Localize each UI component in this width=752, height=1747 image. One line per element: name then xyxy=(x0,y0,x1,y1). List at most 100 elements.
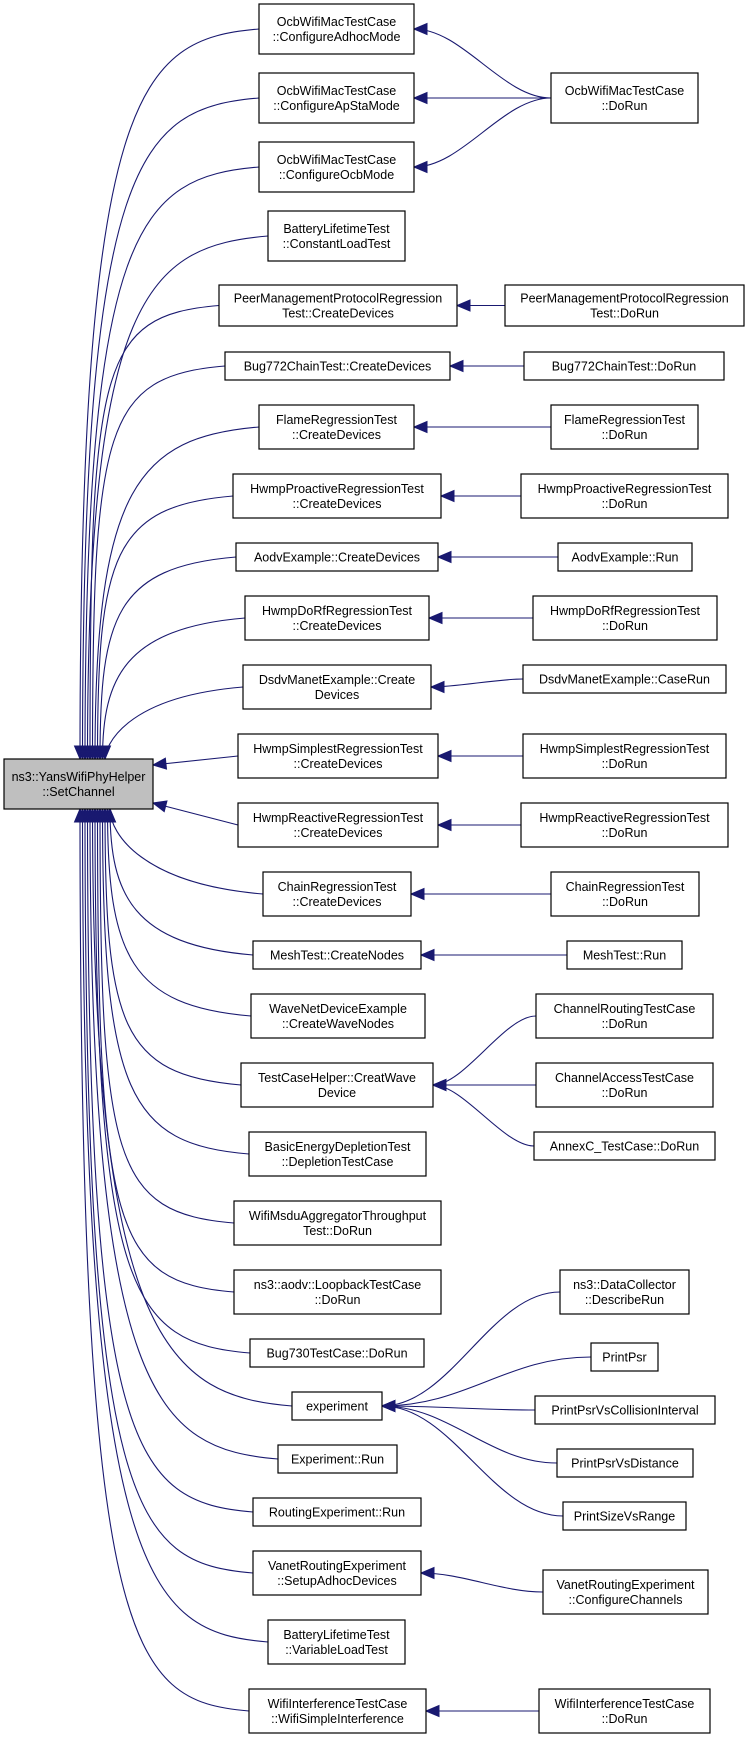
node-label-line: HwmpDoRfRegressionTest xyxy=(550,604,701,618)
function-node-d8[interactable]: HwmpSimplestRegressionTest::DoRun xyxy=(522,733,727,779)
function-node-d9[interactable]: HwmpReactiveRegressionTest::DoRun xyxy=(520,802,729,848)
node-label-line: AodvExample::CreateDevices xyxy=(254,551,420,565)
function-node-c24[interactable]: VanetRoutingExperiment::SetupAdhocDevice… xyxy=(252,1550,422,1596)
node-label-line: ::DoRun xyxy=(602,757,648,771)
function-node-d2[interactable]: Bug772ChainTest::DoRun xyxy=(523,351,725,381)
node-label-line: Test::DoRun xyxy=(303,1224,372,1238)
function-node-c10[interactable]: DsdvManetExample::CreateDevices xyxy=(242,664,432,710)
node-label-line: Test::DoRun xyxy=(590,307,659,321)
node-label-line: Experiment::Run xyxy=(291,1453,384,1467)
function-node-d21[interactable]: WifiInterferenceTestCase::DoRun xyxy=(538,1688,711,1734)
node-label-line: ::CreateDevices xyxy=(294,757,383,771)
function-node-c23[interactable]: RoutingExperiment::Run xyxy=(252,1497,422,1527)
edge-line xyxy=(104,808,242,1086)
function-node-c21[interactable]: experiment xyxy=(291,1391,383,1421)
function-node-d3[interactable]: FlameRegressionTest::DoRun xyxy=(550,404,699,450)
edge-line xyxy=(109,808,254,956)
function-node-c8[interactable]: AodvExample::CreateDevices xyxy=(235,542,439,572)
function-node-c12[interactable]: HwmpReactiveRegressionTest::CreateDevice… xyxy=(237,802,439,848)
function-node-d10[interactable]: ChainRegressionTest::DoRun xyxy=(550,871,700,917)
function-node-c26[interactable]: WifiInterferenceTestCase::WifiSimpleInte… xyxy=(248,1688,427,1734)
function-node-c7[interactable]: HwmpProactiveRegressionTest::CreateDevic… xyxy=(232,473,442,519)
function-node-d6[interactable]: HwmpDoRfRegressionTest::DoRun xyxy=(532,595,718,641)
function-node-c2[interactable]: OcbWifiMacTestCase::ConfigureOcbMode xyxy=(258,141,415,193)
node-label-line: ::ConstantLoadTest xyxy=(283,237,391,251)
call-graph-edges xyxy=(73,22,592,1718)
function-node-d15[interactable]: ns3::DataCollector::DescribeRun xyxy=(559,1269,690,1315)
function-node-d12[interactable]: ChannelRoutingTestCase::DoRun xyxy=(535,993,714,1039)
edge-arrowhead xyxy=(409,887,425,901)
node-label-line: ::CreateDevices xyxy=(293,895,382,909)
function-node-c4[interactable]: PeerManagementProtocolRegressionTest::Cr… xyxy=(218,284,458,327)
edge-arrowhead xyxy=(151,800,168,813)
node-box xyxy=(590,1342,659,1372)
function-node-c5[interactable]: Bug772ChainTest::CreateDevices xyxy=(224,351,451,381)
node-label-line: ::ConfigureApStaMode xyxy=(273,99,400,113)
edge-line xyxy=(81,97,260,760)
edge-line xyxy=(152,755,239,766)
function-node-d4[interactable]: HwmpProactiveRegressionTest::DoRun xyxy=(520,473,729,519)
node-box xyxy=(248,1688,427,1734)
function-node-c25[interactable]: BatteryLifetimeTest::VariableLoadTest xyxy=(267,1619,406,1665)
function-node-c1[interactable]: OcbWifiMacTestCase::ConfigureApStaMode xyxy=(258,72,415,124)
node-label-line: TestCaseHelper::CreatWave xyxy=(258,1071,416,1085)
function-node-c6[interactable]: FlameRegressionTest::CreateDevices xyxy=(258,404,415,450)
node-label-line: WifiInterferenceTestCase xyxy=(268,1697,408,1711)
node-label-line: BatteryLifetimeTest xyxy=(283,1628,390,1642)
function-node-c14[interactable]: MeshTest::CreateNodes xyxy=(252,940,422,970)
node-label-line: PrintPsr xyxy=(602,1351,646,1365)
function-node-c11[interactable]: HwmpSimplestRegressionTest::CreateDevice… xyxy=(237,733,439,779)
node-box xyxy=(240,1062,434,1108)
function-node-d7[interactable]: DsdvManetExample::CaseRun xyxy=(522,664,727,694)
node-label-line: ::DoRun xyxy=(602,428,648,442)
function-node-d20[interactable]: VanetRoutingExperiment::ConfigureChannel… xyxy=(542,1569,709,1615)
function-node-d1[interactable]: PeerManagementProtocolRegressionTest::Do… xyxy=(504,284,745,327)
node-label-line: ::CreateDevices xyxy=(293,619,382,633)
node-label-line: HwmpReactiveRegressionTest xyxy=(539,811,710,825)
edge-arrowhead xyxy=(73,807,87,823)
node-box xyxy=(244,595,430,641)
function-node-c17[interactable]: BasicEnergyDepletionTest::DepletionTestC… xyxy=(248,1131,427,1177)
function-node-d13[interactable]: ChannelAccessTestCase::DoRun xyxy=(535,1062,714,1108)
function-node-d14[interactable]: AnnexC_TestCase::DoRun xyxy=(533,1131,716,1161)
edge-arrowhead xyxy=(412,91,428,105)
function-node-d11[interactable]: MeshTest::Run xyxy=(566,940,683,970)
node-label-line: ::DoRun xyxy=(602,497,648,511)
function-node-d5[interactable]: AodvExample::Run xyxy=(557,542,693,572)
function-node-d0[interactable]: OcbWifiMacTestCase::DoRun xyxy=(550,72,699,124)
node-label-line: MeshTest::CreateNodes xyxy=(270,949,404,963)
function-node-d18[interactable]: PrintPsrVsDistance xyxy=(556,1448,694,1478)
function-node-c9[interactable]: HwmpDoRfRegressionTest::CreateDevices xyxy=(244,595,430,641)
node-label-line: FlameRegressionTest xyxy=(276,413,397,427)
function-node-c19[interactable]: ns3::aodv::LoopbackTestCase::DoRun xyxy=(233,1269,442,1315)
node-box xyxy=(237,733,439,779)
function-node-d17[interactable]: PrintPsrVsCollisionInterval xyxy=(534,1395,716,1425)
function-node-c15[interactable]: WaveNetDeviceExample::CreateWaveNodes xyxy=(250,993,426,1039)
node-label-line: ns3::YansWifiPhyHelper xyxy=(12,770,146,784)
node-label-line: WifiMsduAggregatorThroughput xyxy=(249,1209,427,1223)
node-label-line: ::CreateDevices xyxy=(292,428,381,442)
function-node-c13[interactable]: ChainRegressionTest::CreateDevices xyxy=(262,871,412,917)
function-node-c22[interactable]: Experiment::Run xyxy=(277,1444,398,1474)
function-node-d16[interactable]: PrintPsr xyxy=(590,1342,659,1372)
root-function-node[interactable]: ns3::YansWifiPhyHelper::SetChannel xyxy=(3,758,154,810)
function-node-d19[interactable]: PrintSizeVsRange xyxy=(562,1501,687,1531)
node-box xyxy=(224,351,451,381)
node-label-line: ::ConfigureChannels xyxy=(569,1593,683,1607)
node-box xyxy=(291,1391,383,1421)
edge-line xyxy=(381,1405,558,1464)
node-box xyxy=(237,802,439,848)
node-box xyxy=(252,1497,422,1527)
function-node-c3[interactable]: BatteryLifetimeTest::ConstantLoadTest xyxy=(267,210,406,262)
edge-line xyxy=(381,1405,536,1411)
node-label-line: RoutingExperiment::Run xyxy=(269,1506,405,1520)
function-node-c20[interactable]: Bug730TestCase::DoRun xyxy=(249,1338,425,1368)
function-node-c0[interactable]: OcbWifiMacTestCase::ConfigureAdhocMode xyxy=(258,3,415,55)
node-label-line: ::ConfigureAdhocMode xyxy=(273,30,401,44)
node-label-line: Device xyxy=(318,1086,356,1100)
edge-arrowhead xyxy=(412,420,428,434)
node-label-line: ::DoRun xyxy=(315,1293,361,1307)
node-label-line: ::DoRun xyxy=(602,619,648,633)
